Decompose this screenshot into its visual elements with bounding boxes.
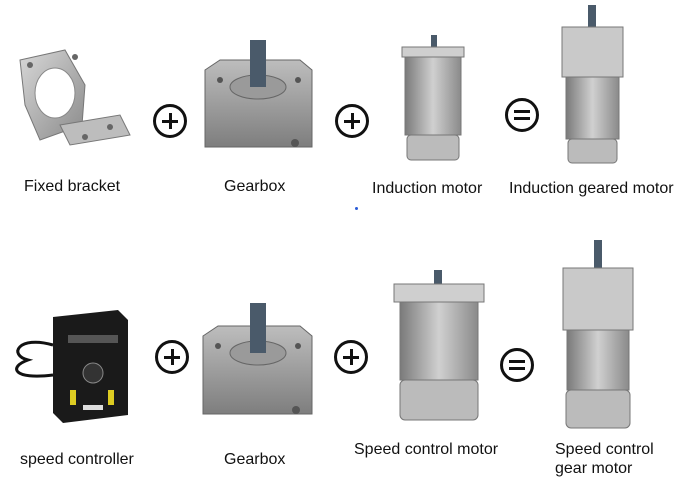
induction-motor-label: Induction motor [372,180,483,197]
induction-geared-motor-image [560,5,625,165]
plus-icon [155,340,189,374]
speed-control-gear-motor-image [560,240,636,430]
induction-motor-image [397,35,469,163]
fixed-bracket-label: Fixed bracket [24,178,121,195]
speed-control-gear-motor-label-line2: gear motor [555,460,633,477]
induction-geared-motor-label: Induction geared motor [509,180,674,197]
speed-control-motor-image [390,270,488,425]
fixed-bracket-image [10,45,135,155]
gearbox-image [198,298,318,424]
speed-controller-label: speed controller [20,451,134,468]
speed-control-gear-motor-label-line1: Speed control [555,441,654,458]
plus-icon [335,104,369,138]
gearbox-image [200,35,318,157]
decorative-dot [355,207,358,210]
equals-icon [500,348,534,382]
speed-controller-image [8,305,133,425]
speed-control-motor-label: Speed control motor [354,441,499,458]
plus-icon [334,340,368,374]
plus-icon [153,104,187,138]
gearbox-label: Gearbox [224,451,286,468]
equals-icon [505,98,539,132]
gearbox-label: Gearbox [224,178,286,195]
